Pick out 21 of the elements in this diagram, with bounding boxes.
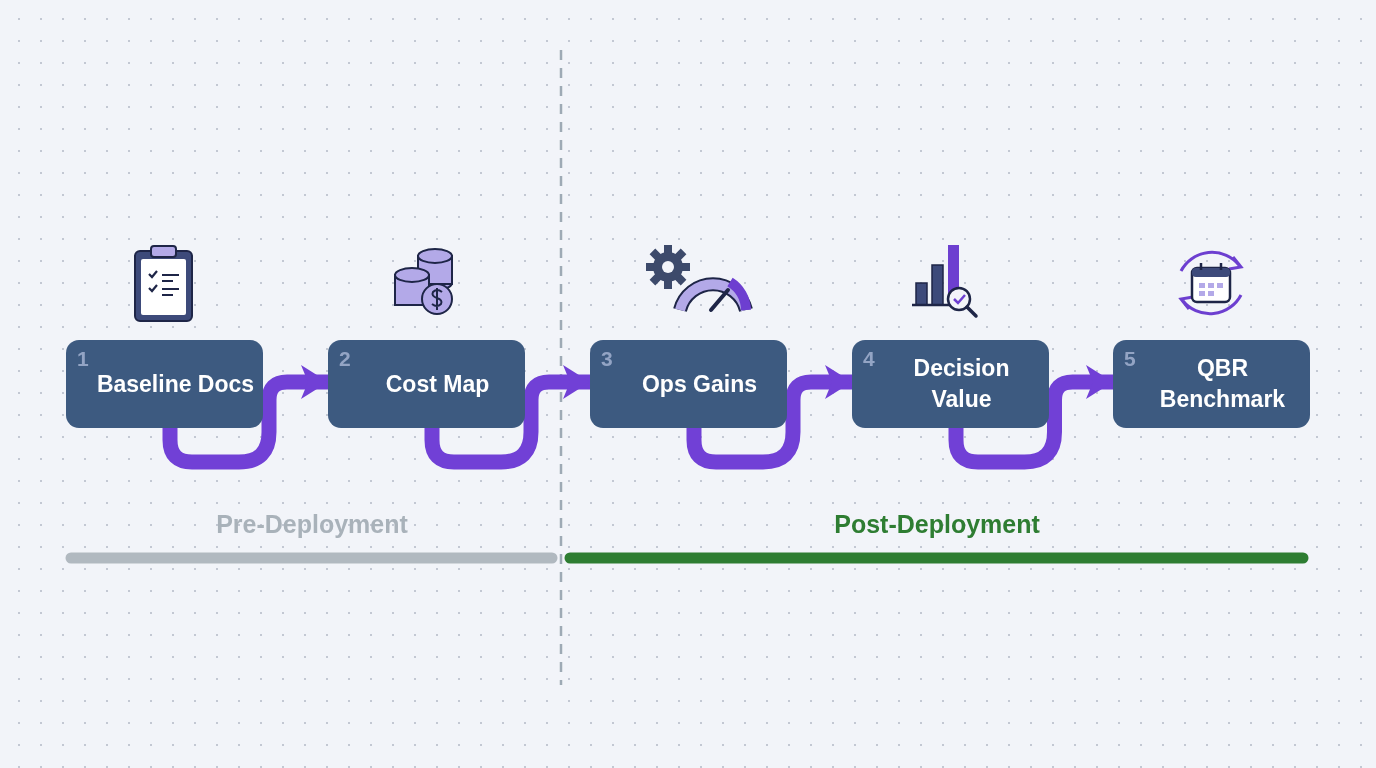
step-title: Baseline Docs	[96, 369, 255, 399]
step-box	[852, 340, 1049, 428]
step-number: 2	[339, 348, 351, 369]
step-number: 1	[77, 348, 89, 369]
step-title: Ops Gains	[640, 369, 758, 399]
curved-arrow	[686, 365, 852, 470]
step-box	[1113, 340, 1310, 428]
step-title: Cost Map	[384, 369, 491, 399]
step-box	[590, 340, 787, 428]
curved-arrow	[162, 365, 328, 470]
step-title: Decision Value	[912, 354, 1011, 414]
step-number: 3	[601, 348, 613, 369]
step-box	[66, 340, 263, 428]
step-box	[328, 340, 525, 428]
phase-label: Post-Deployment	[834, 510, 1040, 539]
curved-arrow	[424, 365, 590, 470]
step-number: 4	[863, 348, 875, 369]
step-title: QBR Benchmark	[1158, 354, 1287, 414]
curved-arrow	[948, 365, 1113, 470]
step-number: 5	[1124, 348, 1136, 369]
phase-label: Pre-Deployment	[216, 510, 408, 539]
